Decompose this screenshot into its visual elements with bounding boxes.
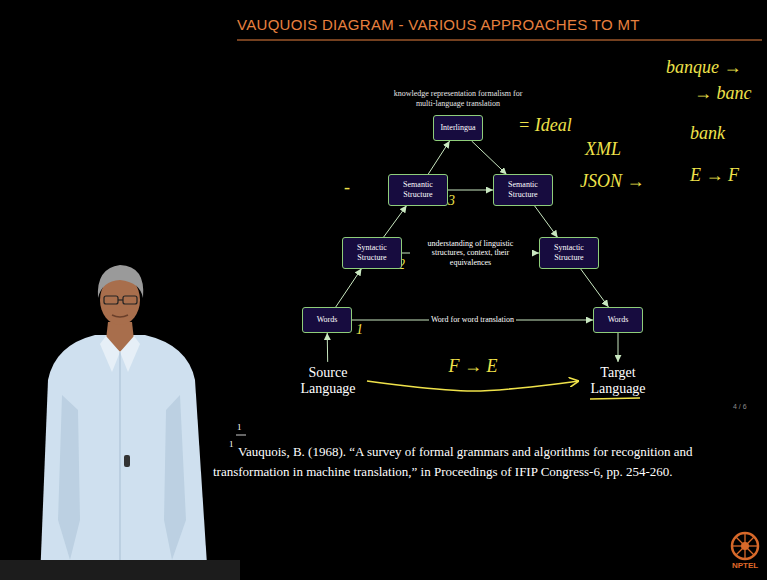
language-text: Target Language: [582, 365, 654, 397]
words-box: Words: [302, 307, 352, 333]
node-text: Syntactic Structure: [544, 243, 594, 262]
handwritten-underline: [590, 398, 640, 399]
handwritten-note: E → F: [690, 166, 739, 186]
callout-number: 3: [448, 193, 455, 208]
node-text: Interlingua: [440, 123, 475, 133]
structure-box: Semantic Structure: [493, 174, 553, 205]
footnote-rule: [236, 435, 246, 436]
connector-arrow: [327, 333, 328, 362]
handwritten-note: banque →: [666, 58, 742, 78]
page-number: 4 / 6: [733, 403, 747, 411]
connector-arrow: [448, 190, 493, 191]
edge-label: understanding of linguistic structures, …: [410, 239, 532, 267]
handwritten-note: → banc: [694, 84, 752, 104]
node-text: Words: [608, 315, 629, 325]
edge-label: F → E: [447, 357, 500, 377]
connector-arrow: [367, 381, 579, 391]
node-text: Semantic Structure: [498, 180, 548, 199]
title-underline: [237, 40, 762, 41]
connector-arrow: [383, 206, 406, 238]
connector-arrow: [336, 269, 362, 307]
node-text: Target Language: [582, 365, 654, 397]
diagram-note: knowledge representation formalism for m…: [388, 89, 528, 109]
handwritten-note: JSON →: [580, 172, 645, 192]
node-text: Semantic Structure: [393, 180, 443, 199]
interlingua-box: Interlingua: [433, 115, 483, 141]
handwritten-note: = Ideal: [518, 116, 572, 136]
language-text: Source Language: [292, 365, 364, 397]
handwritten-note: bank: [690, 124, 725, 144]
node-text: Syntactic Structure: [347, 243, 397, 262]
edge-label: Word for word translation: [429, 315, 516, 324]
footnote-marker: 1: [229, 440, 234, 450]
connector-arrow: [472, 141, 507, 174]
slide-title: VAUQUOIS DIAGRAM - VARIOUS APPROACHES TO…: [237, 16, 640, 34]
structure-box: Syntactic Structure: [539, 237, 599, 268]
nptel-logo-wheel: [732, 533, 758, 559]
connector-arrow: [618, 333, 619, 362]
handwritten-mark: -: [344, 178, 350, 198]
structure-box: Semantic Structure: [388, 174, 448, 205]
lecturer-figure: [0, 265, 240, 580]
connector-arrow: [534, 206, 557, 238]
words-box: Words: [593, 307, 643, 333]
footnote-marker: 1: [237, 423, 242, 433]
callout-number: 1: [356, 322, 363, 337]
handwritten-note: XML: [585, 140, 621, 160]
connector-arrow: [428, 141, 450, 174]
footnote-text: Vauquois, B. (1968). “A survey of formal…: [213, 442, 761, 482]
logo-text: NPTEL: [732, 562, 758, 571]
node-text: Source Language: [292, 365, 364, 397]
node-text: Words: [317, 315, 338, 325]
structure-box: Syntactic Structure: [342, 237, 402, 268]
connector-arrow: [580, 269, 608, 307]
